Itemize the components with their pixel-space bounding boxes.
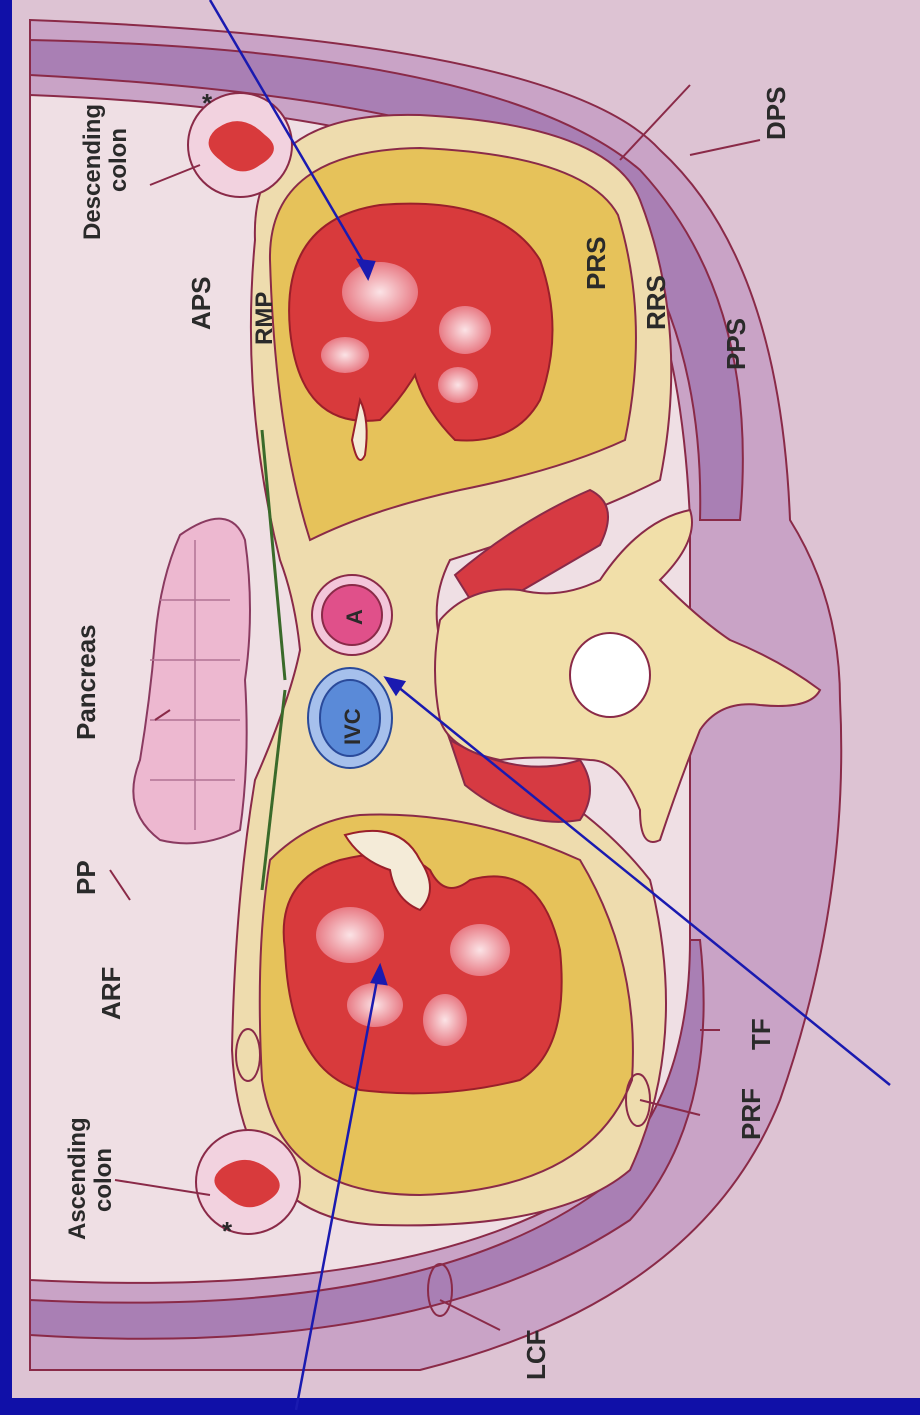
ascending-colon-line1: Ascending (64, 1117, 91, 1240)
label-pp: PP (71, 860, 101, 895)
label-prf: PRF (736, 1088, 766, 1140)
label-rmp: RMP (251, 292, 278, 345)
label-tf: TF (746, 1018, 776, 1050)
label-arf: ARF (96, 967, 126, 1020)
descending-colon-line2: colon (105, 128, 132, 192)
bottom-border (0, 1398, 920, 1410)
label-dps: DPS (761, 87, 791, 140)
ascending-colon-line2: colon (90, 1148, 117, 1212)
label-aorta: A (342, 609, 367, 625)
label-lcf: LCF (521, 1329, 551, 1380)
descending-colon-line1: Descending (79, 104, 106, 240)
asterisk-top: * (202, 88, 213, 118)
label-prs: PRS (581, 237, 611, 290)
label-pancreas: Pancreas (71, 624, 101, 740)
label-ivc: IVC (340, 708, 365, 745)
spinal-canal (570, 633, 650, 717)
left-border (0, 0, 12, 1410)
label-pps: PPS (721, 318, 751, 370)
label-rrs: RRS (641, 275, 671, 330)
asterisk-bottom: * (222, 1216, 233, 1246)
ascending-colon (196, 1130, 300, 1234)
label-aps: APS (186, 277, 216, 330)
